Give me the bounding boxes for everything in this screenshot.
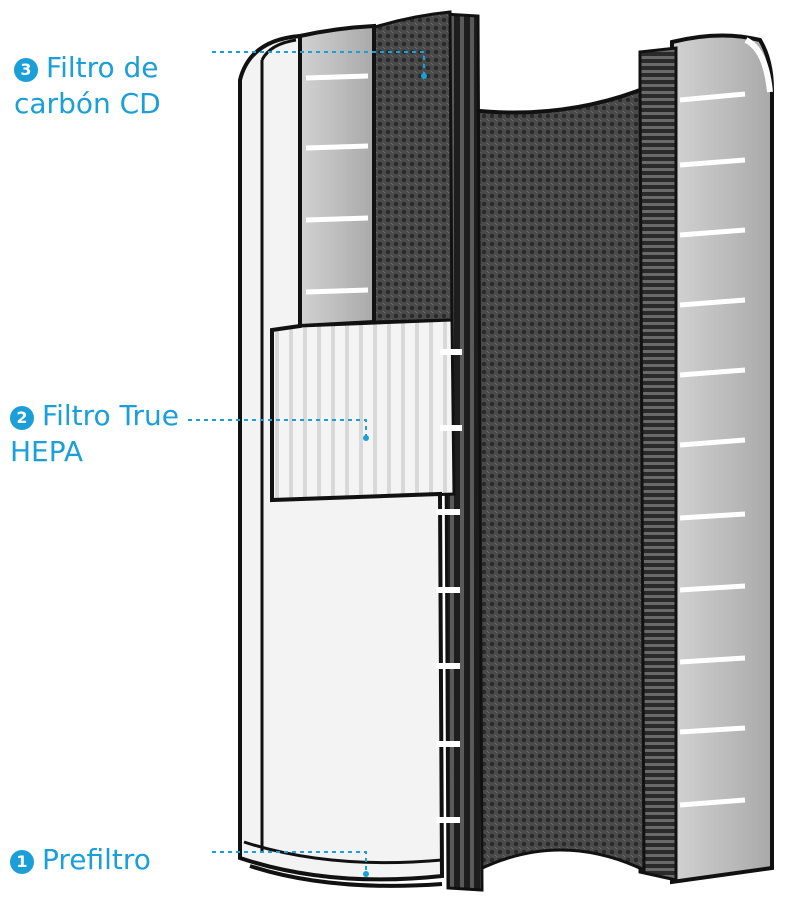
leader-lines [188,51,425,872]
leader-dots [363,73,427,877]
number-badge-3: 3 [14,58,38,82]
right-frame-ribs [679,91,746,808]
carbon-filter-layer [370,10,454,324]
number-badge-1: 1 [10,850,34,874]
hepa-leader-dot [363,435,369,441]
carbon-label-line1: Filtro de [46,51,159,84]
hepa-leader [188,419,367,436]
carbon-leader-dot [421,73,427,79]
prefilter-layer [238,33,460,888]
carbon-leader [212,51,425,74]
number-badge-2: 2 [10,406,34,430]
prefilter-leader-dot [363,871,369,877]
left-frame-top [298,23,376,329]
centre-pleated-column [442,12,484,892]
hepa-label-line2: HEPA [10,435,83,468]
right-pleated-edge [638,46,678,882]
prefilter-label: 1 Prefiltro [10,842,151,878]
carbon-filter-label: 3 Filtro de carbón CD [14,50,161,122]
prefilter-label-line1: Prefiltro [42,843,151,876]
right-frame [670,33,774,885]
carbon-label-line2: carbón CD [14,87,161,120]
hepa-filter-layer [270,318,462,502]
inner-carbon-core [468,87,646,873]
prefilter-leader [212,851,367,872]
hepa-filter-label: 2 Filtro True HEPA [10,398,179,470]
inner-core-top-rim [469,88,641,115]
hepa-label-line1: Filtro True [42,399,180,432]
